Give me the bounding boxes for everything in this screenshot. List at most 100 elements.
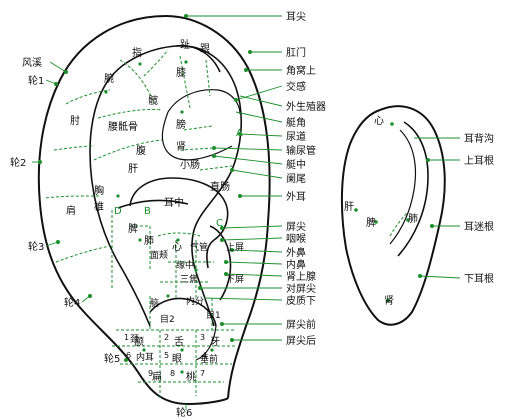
label-gan: 肝 — [128, 163, 138, 175]
label-zhui: 椎 — [94, 200, 104, 213]
lobe-number-4: 4 — [202, 351, 207, 360]
label-mian: 面颊 — [150, 249, 168, 261]
front-right-labels: 耳尖 肛门 角窝上 交感 外生殖器 艇角 尿道 输尿管 艇中 阑尾 外耳 屏尖 … — [286, 10, 326, 347]
label-jiaowoshang: 角窝上 — [286, 64, 316, 77]
label-qiguan: 气管 — [190, 241, 208, 253]
label-zhou: 肘 — [70, 114, 80, 127]
front-right-leaders — [184, 14, 283, 342]
point-b: B — [144, 206, 151, 217]
back-label-ermigen: 耳迷根 — [464, 220, 494, 233]
label-shenshangxian: 肾上腺 — [286, 270, 316, 283]
label-jing: 颈 — [130, 334, 139, 345]
label-bang: 膀 — [176, 118, 186, 131]
back-ear-outline — [340, 105, 446, 326]
label-xiong: 胸 — [94, 184, 104, 197]
lobe-number-9: 9 — [148, 369, 153, 378]
tragus — [209, 225, 232, 301]
label-lun2: 轮2 — [10, 156, 26, 169]
lobe-number-2: 2 — [164, 333, 169, 342]
scapha-inner — [89, 77, 151, 327]
label-yan: 眼 — [172, 353, 182, 365]
label-tao: 桃 — [186, 370, 196, 383]
label-neifen: 内分 — [186, 295, 204, 307]
label-xiaochang: 小肠 — [180, 159, 200, 171]
front-ear-outline — [37, 14, 271, 406]
label-niaodao: 尿道 — [286, 130, 306, 143]
label-shen: 肾 — [176, 141, 186, 153]
concha-outline — [129, 177, 229, 269]
label-bian: 扁 — [152, 370, 162, 383]
label-xi: 膝 — [176, 66, 186, 79]
label-ganmen: 肛门 — [286, 46, 306, 59]
label-lun6: 轮6 — [176, 406, 192, 419]
label-shuniaoguan: 输尿管 — [286, 144, 316, 157]
label-sanjiao: 三焦 — [180, 273, 198, 285]
label-lanwei: 阑尾 — [286, 172, 306, 185]
label-dijiao: 艇角 — [286, 116, 306, 129]
helix-outline — [37, 14, 271, 406]
back-label-xiaergen: 下耳根 — [464, 272, 494, 285]
point-a: A — [236, 128, 243, 139]
label-chui: 垂前 — [200, 353, 218, 365]
label-lun1: 轮1 — [28, 74, 44, 87]
label-neibi: 内鼻 — [286, 258, 306, 271]
label-pingjian: 屏尖 — [286, 220, 306, 233]
label-mu2: 目2 — [160, 314, 175, 325]
label-pizhixia: 皮质下 — [286, 294, 316, 307]
label-erzhong: 耳中 — [164, 196, 184, 209]
label-fei: 肺 — [144, 235, 154, 247]
label-zhi: 指 — [132, 46, 142, 59]
back-ear-groove — [397, 121, 429, 257]
triangular-fossa — [167, 89, 241, 115]
label-duipingjian: 对屏尖 — [286, 282, 316, 295]
label-dizhong: 艇中 — [286, 158, 306, 171]
label-shangping: 上屏 — [226, 242, 244, 253]
label-xiaping: 下屏 — [226, 274, 244, 285]
label-waibi: 外鼻 — [286, 246, 306, 259]
helix-crus-inner — [175, 45, 221, 73]
label-lun5: 轮5 — [104, 352, 120, 365]
inner-labels: 指 趾 跟 膝 腕 髋 肘 腰骶骨 膀 腹 肾 小肠 肝 直肠 胸 椎 肩 耳中… — [66, 38, 244, 383]
label-yanhou: 咽喉 — [286, 233, 306, 245]
label-she: 舌 — [174, 336, 184, 348]
label-pingjianhou: 屏尖后 — [286, 334, 316, 347]
label-zhichang: 直肠 — [210, 180, 230, 193]
back-label-shen: 肾 — [384, 295, 394, 307]
label-jiaogan: 交感 — [286, 80, 306, 93]
back-label-pi: 脾 — [366, 216, 376, 229]
label-pi: 脾 — [128, 222, 138, 235]
point-c: C — [216, 218, 223, 229]
label-xie: 跟 — [200, 43, 210, 55]
lobe-number-7: 7 — [200, 369, 205, 378]
label-yuanzhong: 缘中 — [176, 259, 194, 271]
label-fu: 腹 — [136, 144, 146, 157]
back-label-xin: 心 — [374, 115, 384, 127]
label-wan: 腕 — [104, 72, 114, 85]
label-yaodigu: 腰骶骨 — [108, 121, 138, 133]
label-e: 额 — [134, 335, 144, 348]
label-nei-er: 内耳 — [136, 351, 154, 363]
back-label-erbeigou: 耳背沟 — [464, 132, 494, 145]
back-ear-inner-groove — [389, 129, 417, 245]
label-erjian: 耳尖 — [286, 10, 306, 23]
label-mu1: 目1 — [206, 310, 221, 321]
antihelix-crura — [161, 111, 233, 161]
label-lun4: 轮4 — [64, 296, 80, 309]
label-waier: 外耳 — [286, 191, 306, 203]
lobe-number-5: 5 — [164, 351, 169, 360]
label-kuan: 髋 — [148, 94, 158, 107]
lobe-number-6: 6 — [126, 351, 131, 360]
lobe-number-8: 8 — [170, 369, 175, 378]
lobe-line — [195, 325, 217, 361]
label-fengxi: 风溪 — [22, 57, 42, 69]
point-d: D — [114, 206, 122, 217]
label-waishengzhiqi: 外生殖器 — [286, 100, 326, 113]
back-label-shangergen: 上耳根 — [464, 154, 494, 167]
label-lun3: 轮3 — [28, 240, 44, 253]
back-ear: 心 肝 脾 肺 肾 耳背沟 上耳根 耳迷根 下耳根 — [340, 105, 494, 326]
label-jian: 肩 — [66, 204, 76, 217]
lobe-number-3: 3 — [200, 333, 205, 342]
label-pingjianqian: 屏尖前 — [286, 318, 316, 331]
label-nao: 脑 — [150, 297, 159, 309]
